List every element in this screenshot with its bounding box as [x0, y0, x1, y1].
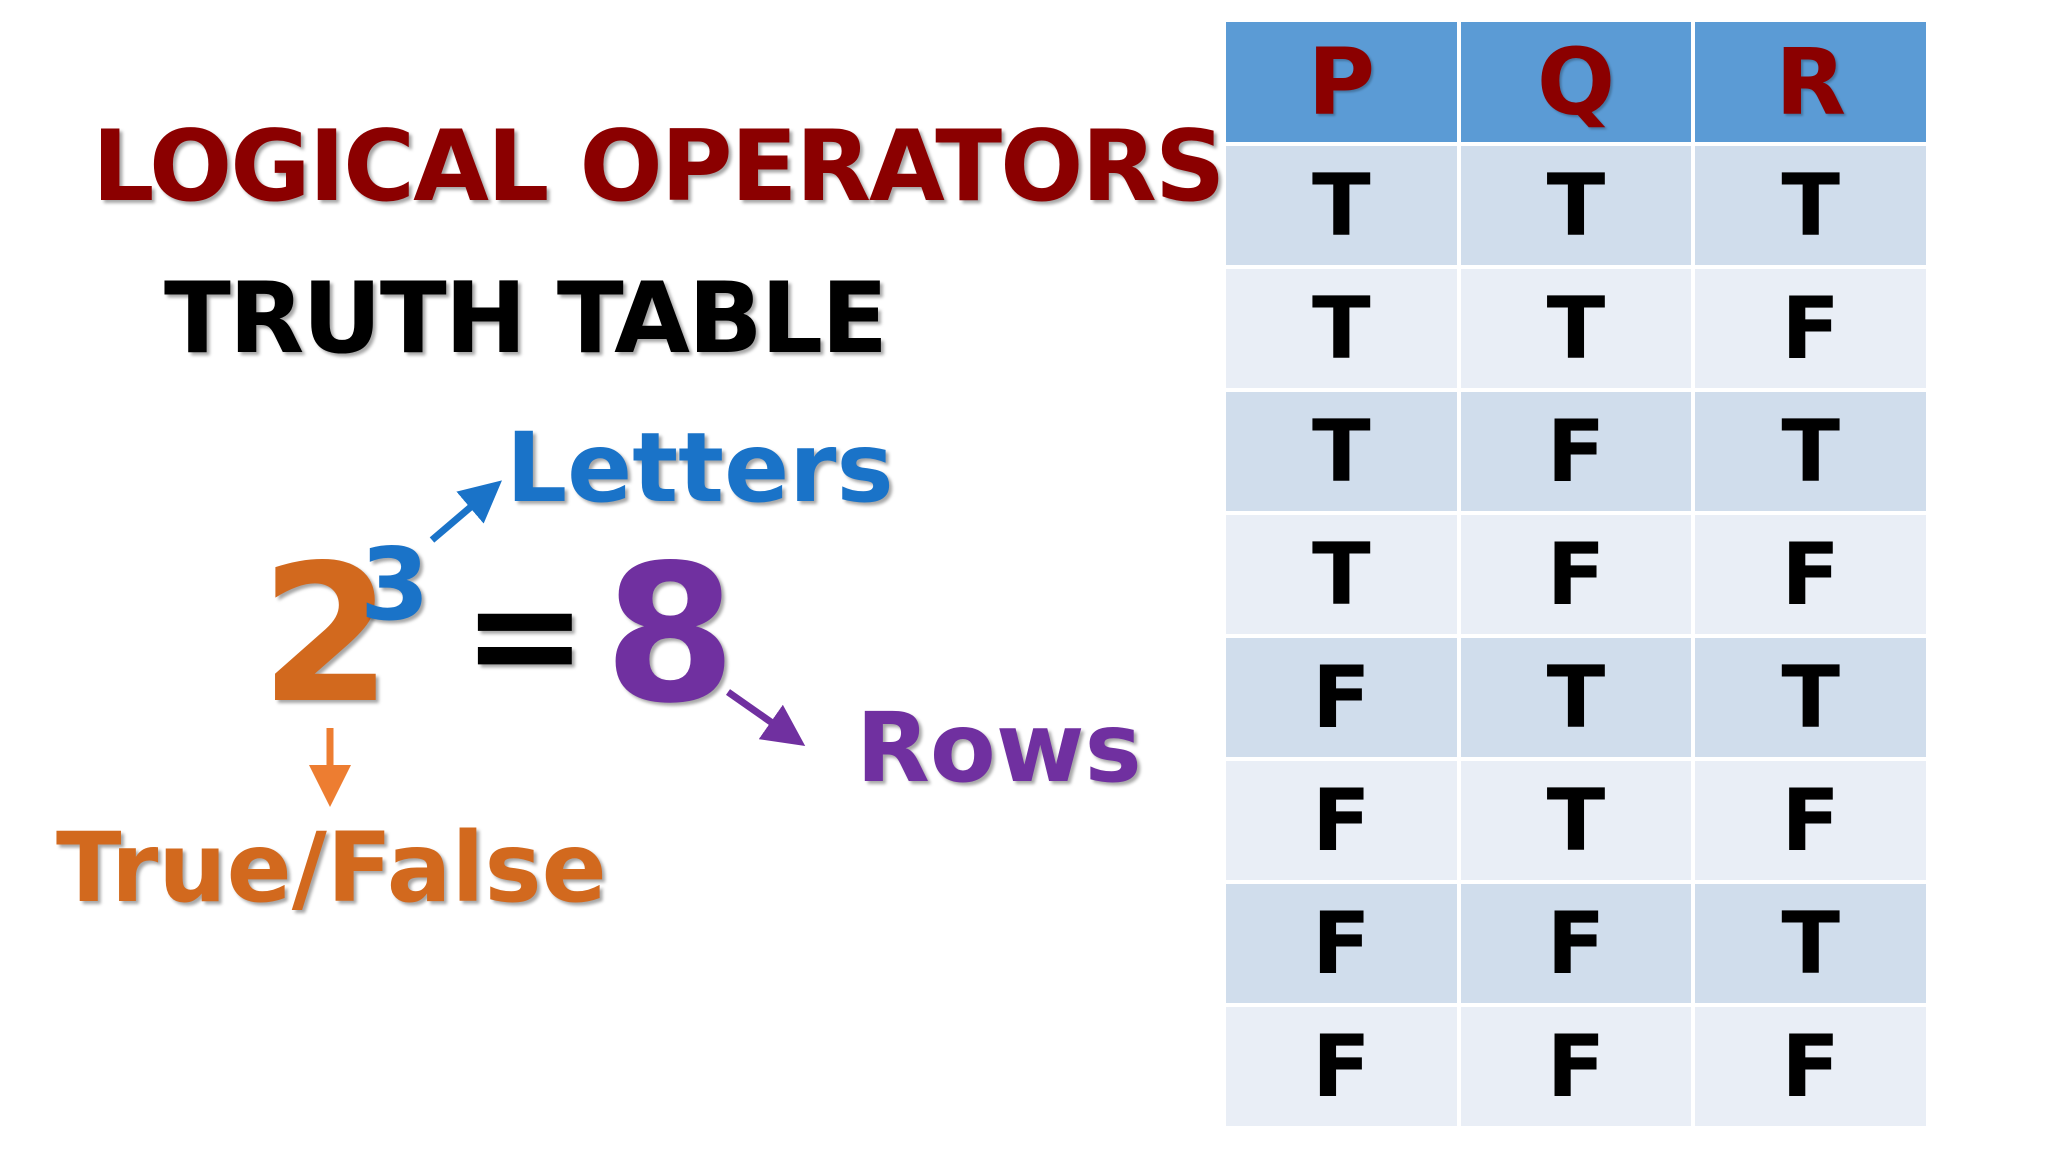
table-cell: T	[1460, 761, 1692, 880]
table-cell: T	[1460, 638, 1692, 757]
table-cell: F	[1460, 392, 1692, 511]
table-row: T T T	[1226, 146, 1926, 265]
table-cell: F	[1226, 1007, 1457, 1126]
table-row: F F T	[1226, 884, 1926, 1003]
formula-equals-sign: =	[462, 548, 588, 722]
table-cell: F	[1460, 1007, 1692, 1126]
header-cell-p: P	[1226, 22, 1457, 142]
arrow-to-rows-icon	[725, 689, 806, 747]
table-cell: F	[1460, 884, 1692, 1003]
table-cell: T	[1460, 146, 1692, 265]
table-cell: F	[1695, 761, 1926, 880]
table-row: F T F	[1226, 761, 1926, 880]
table-cell: T	[1695, 884, 1926, 1003]
slide-subtitle: TRUTH TABLE	[164, 262, 888, 376]
table-row: T T F	[1226, 269, 1926, 388]
table-cell: T	[1460, 269, 1692, 388]
table-cell: T	[1695, 146, 1926, 265]
formula-base: 2	[260, 524, 393, 745]
table-cell: F	[1695, 269, 1926, 388]
slide-title: LOGICAL OPERATORS	[92, 110, 1225, 224]
truth-table-header-row: P Q R	[1226, 22, 1926, 142]
table-row: F F F	[1226, 1007, 1926, 1126]
table-cell: F	[1226, 884, 1457, 1003]
table-cell: T	[1226, 515, 1457, 634]
table-cell: F	[1226, 638, 1457, 757]
header-cell-r: R	[1695, 22, 1926, 142]
table-cell: T	[1695, 392, 1926, 511]
label-true-false: True/False	[56, 812, 607, 924]
formula-result: 8	[604, 524, 737, 745]
table-cell: F	[1226, 761, 1457, 880]
label-rows: Rows	[856, 692, 1142, 804]
table-cell: T	[1695, 638, 1926, 757]
table-row: T F F	[1226, 515, 1926, 634]
table-cell: T	[1226, 146, 1457, 265]
table-cell: F	[1695, 1007, 1926, 1126]
table-row: F T T	[1226, 638, 1926, 757]
arrow-to-letters-icon	[429, 480, 502, 543]
formula-exponent: 3	[360, 526, 430, 643]
truth-table: P Q R T T T T T F T F T T F	[1222, 18, 1930, 1130]
table-row: T F T	[1226, 392, 1926, 511]
table-cell: T	[1226, 269, 1457, 388]
table-cell: T	[1226, 392, 1457, 511]
table-cell: F	[1695, 515, 1926, 634]
label-letters: Letters	[506, 412, 894, 524]
table-cell: F	[1460, 515, 1692, 634]
header-cell-q: Q	[1460, 22, 1692, 142]
